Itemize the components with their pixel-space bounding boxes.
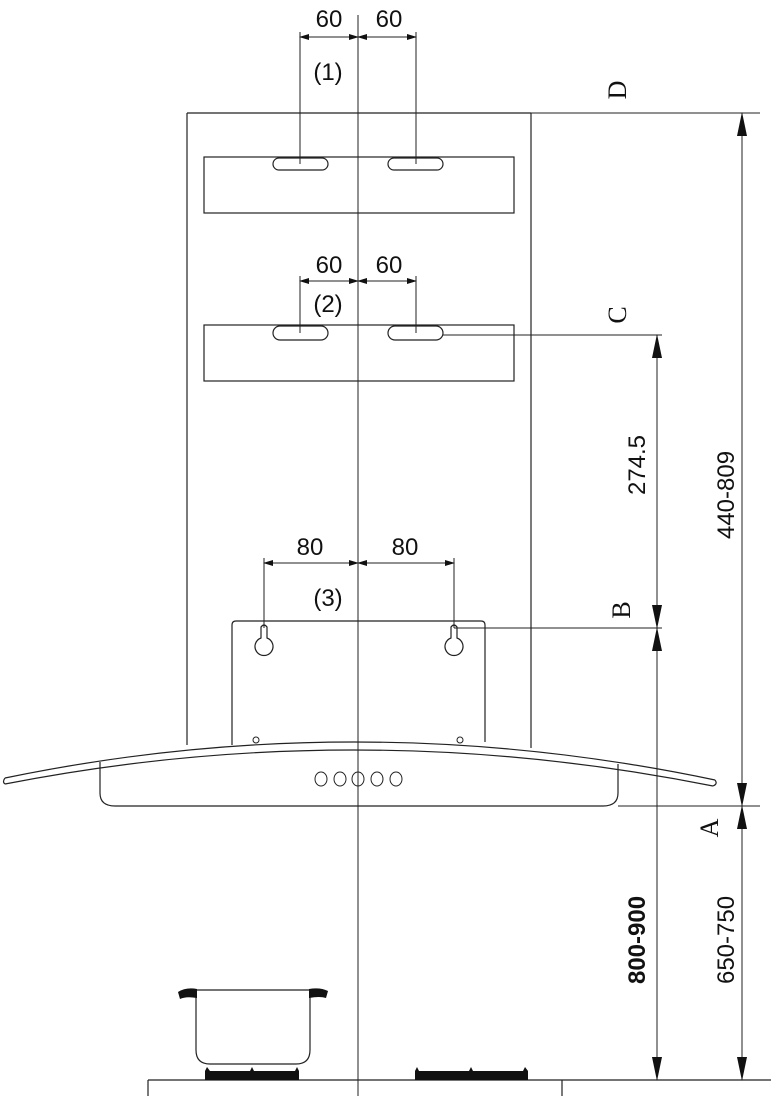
dim-a-to-d: 440-809 bbox=[713, 451, 740, 539]
hood-body bbox=[2, 736, 717, 807]
label-bracket-1: (1) bbox=[313, 59, 342, 86]
burner-right bbox=[415, 1067, 528, 1080]
control-button bbox=[389, 771, 403, 787]
label-point-b: B bbox=[607, 601, 636, 618]
control-button bbox=[314, 771, 328, 787]
dim-hob-to-a: 650-750 bbox=[713, 896, 740, 984]
dim-slot1-right: 60 bbox=[376, 6, 403, 33]
cooking-pot bbox=[178, 988, 328, 1065]
dim-slot2-left: 60 bbox=[316, 252, 343, 279]
label-point-d: D bbox=[603, 81, 632, 100]
dim-slot1-left: 60 bbox=[316, 6, 343, 33]
dimension-hook3: 80 80 (3) bbox=[263, 534, 455, 628]
dim-hook3-right: 80 bbox=[392, 534, 419, 561]
keyhole-right bbox=[444, 624, 464, 657]
control-button bbox=[333, 771, 347, 787]
label-point-a: A bbox=[695, 818, 724, 837]
dimension-slot2: 60 60 (2) bbox=[299, 252, 417, 333]
dim-hob-to-b: 800-900 bbox=[624, 896, 651, 984]
bracket-panel-2 bbox=[203, 324, 515, 382]
control-buttons bbox=[314, 771, 403, 787]
control-button bbox=[370, 771, 384, 787]
control-button bbox=[351, 771, 365, 787]
burner-left bbox=[205, 1067, 299, 1080]
dimension-slot1: 60 60 (1) bbox=[299, 6, 417, 164]
label-bracket-3: (3) bbox=[313, 585, 342, 612]
dim-b-to-c: 274.5 bbox=[624, 435, 651, 495]
label-bracket-2: (2) bbox=[313, 291, 342, 318]
bracket-panel-1 bbox=[203, 156, 515, 214]
dim-slot2-right: 60 bbox=[376, 252, 403, 279]
keyhole-left bbox=[254, 624, 274, 657]
chimney bbox=[186, 112, 532, 748]
label-point-c: C bbox=[603, 306, 632, 323]
dim-hook3-left: 80 bbox=[297, 534, 324, 561]
countertop bbox=[147, 1079, 771, 1096]
